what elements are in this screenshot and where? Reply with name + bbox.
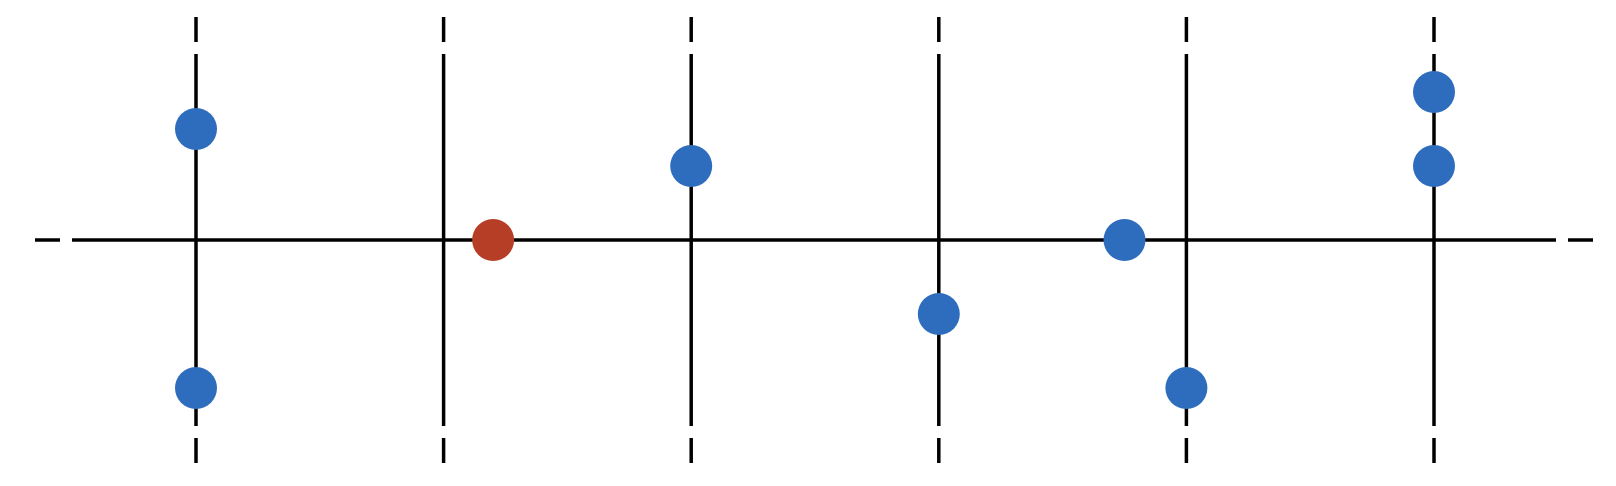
point-c3-1 <box>670 145 713 187</box>
point-c4-1 <box>917 293 960 335</box>
point-c5-1 <box>1165 367 1208 409</box>
point-c1-2 <box>175 367 217 409</box>
grid-lines <box>35 17 1593 463</box>
axis-blue-point <box>1103 219 1146 261</box>
point-c6-2 <box>1413 145 1455 187</box>
points <box>175 71 1455 409</box>
point-c1-1 <box>175 108 217 150</box>
red-point <box>472 219 515 261</box>
point-c6-1 <box>1413 71 1455 113</box>
